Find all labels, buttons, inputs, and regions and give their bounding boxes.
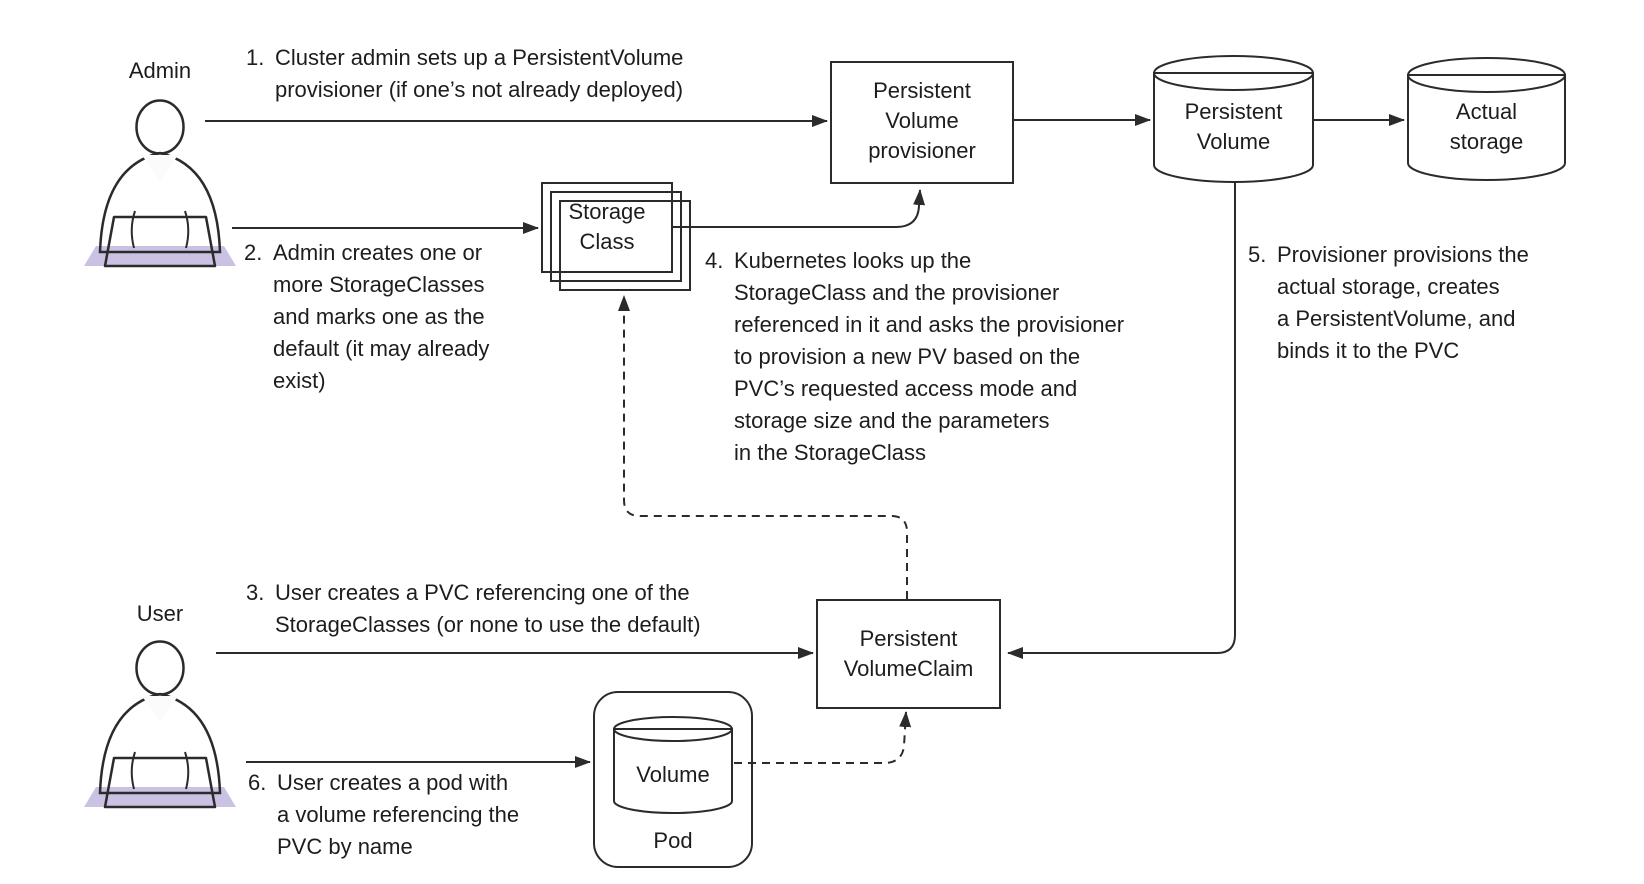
user-head [135,640,185,696]
volume-cylinder [613,716,733,814]
link-storageclass-to-provisioner [672,189,926,228]
dashed-volume-to-pvc [734,711,912,764]
volume-cylinder-top [613,716,733,742]
step-6: 6. User creates a pod with a volume refe… [248,767,519,863]
step-6-text: User creates a pod with a volume referen… [277,770,520,859]
dashed-pvc-to-storageclass [618,295,908,599]
user-arm-left [130,751,136,790]
step-1-text: Cluster admin sets up a PersistentVolume… [275,45,684,102]
storage-class-label: Storage Class [568,199,646,254]
step-1-number: 1. [246,45,265,70]
provisioner-label: Persistent Volume provisioner [868,78,976,163]
step-3-text: User creates a PVC referencing one of th… [275,580,701,637]
admin-figure [84,99,236,268]
step-2: 2. Admin creates one or more StorageClas… [244,237,489,397]
pod-label: Pod [653,828,693,853]
storage-class-card-1 [541,182,673,273]
admin-label: Admin [128,58,192,83]
user-arm-right [184,751,190,790]
user-vneck [142,696,178,723]
step-4: 4. Kubernetes looks up the StorageClass … [705,245,1124,469]
volume-cylinder-body [613,728,733,814]
actual-storage-cylinder [1407,57,1566,181]
link-pv-to-pvc [1007,183,1236,659]
user-laptop [103,756,217,809]
persistent-volume-label: Persistent Volume [1184,99,1283,154]
pod-box [593,691,753,868]
pv-cylinder-top [1153,55,1314,91]
step-6-number: 6. [248,770,267,795]
storage-class-card-2 [550,191,682,282]
step-1: 1. Cluster admin sets up a PersistentVol… [246,42,683,106]
step-5-text: Provisioner provisions the actual storag… [1277,242,1529,363]
step-2-number: 2. [244,240,263,265]
step-2-text: Admin creates one or more StorageClasses… [273,240,490,393]
user-figure [84,640,236,809]
actual-storage-body [1407,74,1566,181]
admin-laptop [103,215,217,268]
pvc-box [816,599,1001,709]
step-4-text: Kubernetes looks up the StorageClass and… [734,248,1125,465]
admin-arm-left [130,210,136,249]
admin-arm-right [184,210,190,249]
step-4-number: 4. [705,248,724,273]
storage-class-stack [541,182,691,291]
step-5-number: 5. [1248,242,1267,267]
pv-cylinder-body [1153,72,1314,183]
pvc-label: Persistent VolumeClaim [843,626,974,681]
actual-storage-label: Actual storage [1449,99,1524,154]
step-3-number: 3. [246,580,265,605]
admin-head [135,99,185,155]
storage-class-card-3 [559,200,691,291]
provisioner-box [830,61,1014,184]
pv-cylinder [1153,55,1314,183]
admin-vneck [142,155,178,182]
volume-label: Volume [636,762,710,787]
actual-storage-top [1407,57,1566,93]
step-3: 3. User creates a PVC referencing one of… [246,577,701,641]
user-label: User [136,601,184,626]
step-5: 5. Provisioner provisions the actual sto… [1248,239,1529,367]
